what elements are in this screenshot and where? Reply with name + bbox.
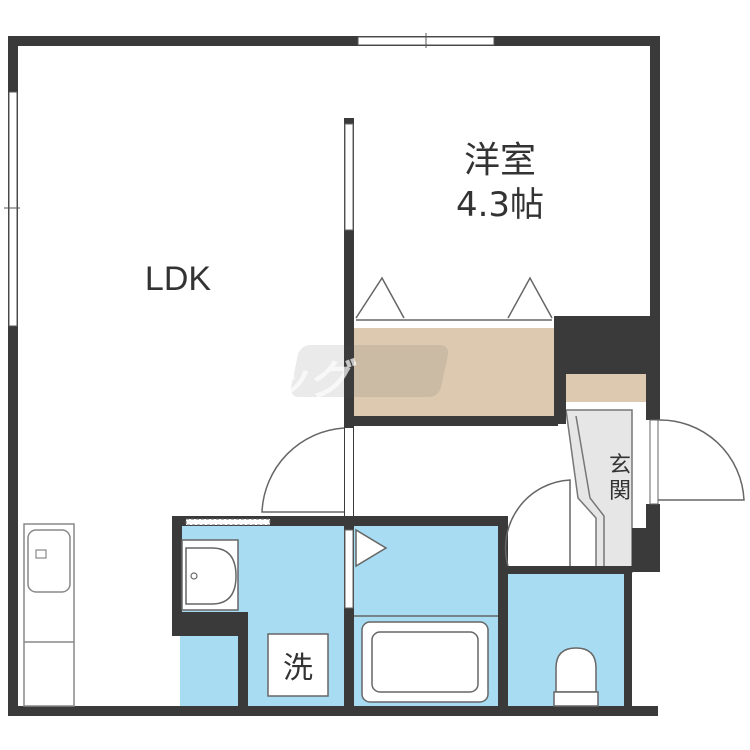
watermark-text: ビッグ: [223, 356, 359, 404]
outer-walls: [8, 36, 660, 716]
room-label-entrance-bottom: 関: [609, 479, 631, 504]
entrance-shelf: [566, 374, 650, 402]
window-left: [8, 91, 18, 327]
room-label-entrance-top: 玄: [609, 453, 631, 478]
bathroom-floor: [354, 526, 498, 616]
door-leaf-entrance: [649, 419, 659, 505]
washer-space: [267, 633, 329, 697]
door-toilet: [504, 479, 571, 567]
watermark-logo: [290, 345, 449, 397]
interior-walls: [172, 118, 660, 716]
door-entrance: [657, 419, 745, 501]
closet: [354, 328, 554, 416]
kitchen-sink: [27, 529, 71, 593]
bath-door: [344, 529, 354, 609]
toilet: [553, 647, 599, 707]
sliding-door-ldk: [344, 123, 354, 231]
door-frame-hall: [345, 428, 353, 516]
room-label-washroom: 洗: [283, 651, 313, 686]
bath-door-arrow: [355, 528, 388, 568]
closet-doors: [355, 276, 553, 321]
room-label-western-name: 洋室: [464, 140, 536, 181]
sliding-door-washroom: [185, 518, 271, 526]
door-ldk-hall: [261, 427, 345, 513]
room-label-western-size: 4.3帖: [456, 185, 544, 225]
room-label-ldk: LDK: [145, 260, 211, 298]
entrance-step: [575, 415, 605, 572]
